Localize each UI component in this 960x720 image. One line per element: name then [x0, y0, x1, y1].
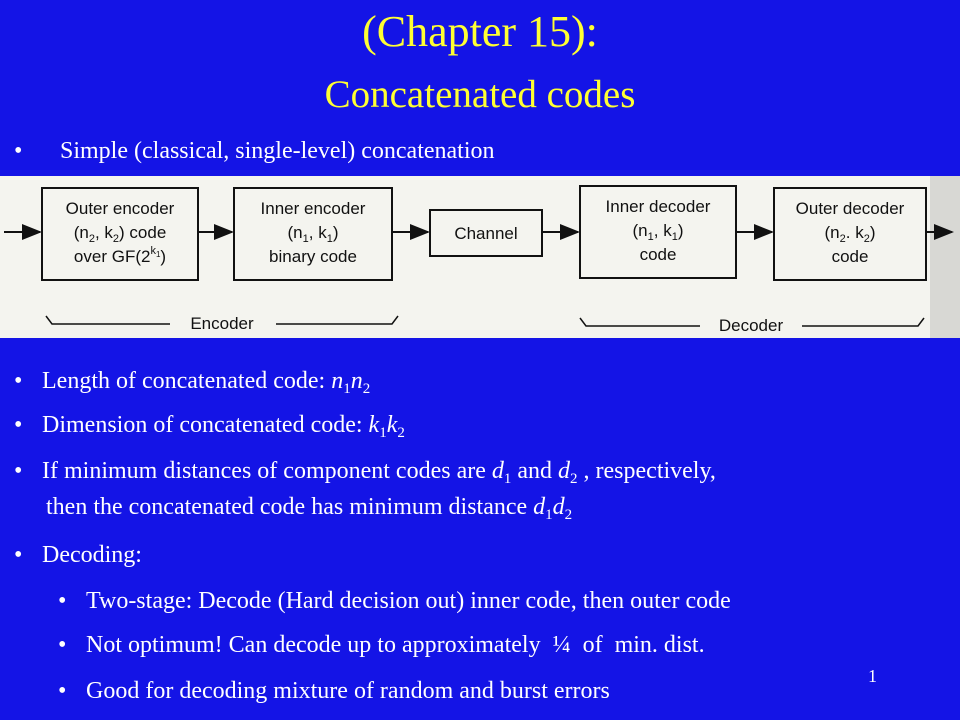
min-dist-text: If minimum distances of component codes … [42, 458, 492, 484]
outer-encoder-params: (n2, k2) code [74, 223, 167, 245]
inner-decoder-params: (n1, k1) [633, 221, 684, 243]
inner-encoder-label: Inner encoder [261, 199, 366, 218]
outer-decoder-label: Outer decoder [796, 199, 905, 218]
channel-label: Channel [454, 224, 517, 243]
outer-encoder-label: Outer encoder [66, 199, 175, 218]
outer-encoder-field: over GF(2k1) [74, 245, 166, 266]
outer-decoder-type: code [832, 247, 869, 266]
page-number: 1 [868, 666, 877, 686]
two-stage-text: Two-stage: Decode (Hard decision out) in… [86, 588, 731, 614]
intro-bullet: • Simple (classical, single-level) concat… [14, 136, 495, 166]
intro-bullet-text: Simple (classical, single-level) concate… [60, 138, 495, 164]
bullet-dimension: •Dimension of concatenated code: k1k2 [14, 412, 405, 441]
bullet-min-distance: • If minimum distances of component codes… [14, 458, 716, 487]
channel-box [429, 209, 543, 257]
inner-encoder-params: (n1, k1) [288, 223, 339, 245]
decoding-text: Decoding: [42, 542, 142, 568]
inner-decoder-type: code [640, 245, 677, 264]
concatenation-block-diagram: Outer encoder (n2, k2) code over GF(2k1)… [0, 176, 960, 338]
mixture-text: Good for decoding mixture of random and … [86, 678, 610, 704]
bullet-dot: • [58, 588, 67, 614]
bullet-min-distance-cont: then the concatenated code has minimum d… [46, 494, 573, 523]
bullet-dot: • [14, 138, 23, 164]
length-text: Length of concatenated code: [42, 368, 332, 394]
bullet-dot: • [14, 542, 23, 568]
outer-encoder-box [41, 187, 199, 281]
inner-decoder-box [579, 185, 737, 279]
not-optimum-text: Not optimum! Can decode up to approximat… [86, 632, 705, 658]
inner-decoder-label: Inner decoder [606, 197, 711, 216]
min-dist-text-cont: then the concatenated code has minimum d… [46, 494, 534, 520]
slide-title-line2: Concatenated codes [324, 73, 636, 116]
decoder-label: Decoder [719, 316, 784, 335]
outer-decoder-box [773, 187, 927, 281]
sub-bullet-not-optimum: • Not optimum! Can decode up to approxima… [58, 630, 705, 660]
bullet-dot: • [58, 632, 67, 658]
dimension-text: Dimension of concatenated code: [42, 412, 369, 438]
diagram-edge-shade [930, 176, 960, 338]
bullet-decoding: • Decoding: [14, 540, 142, 570]
encoder-label: Encoder [190, 314, 254, 333]
bullet-dot: • [14, 368, 23, 394]
sub-bullet-mixture: • Good for decoding mixture of random and… [58, 676, 610, 706]
bullet-dot: • [58, 678, 67, 704]
bullet-dot: • [14, 458, 23, 484]
encoder-brace [45, 315, 399, 325]
slide-title-line1: (Chapter 15): [362, 7, 598, 56]
sub-bullet-two-stage: • Two-stage: Decode (Hard decision out) i… [58, 586, 731, 616]
inner-encoder-type: binary code [269, 247, 357, 266]
outer-decoder-params: (n2. k2) [825, 223, 876, 245]
bullet-dot: • [14, 412, 23, 438]
diagram-svg: Outer encoder (n2, k2) code over GF(2k1)… [4, 176, 960, 338]
decoder-brace [579, 317, 925, 327]
inner-encoder-box [233, 187, 393, 281]
bullet-length: •Length of concatenated code: n1n2 [14, 368, 371, 397]
